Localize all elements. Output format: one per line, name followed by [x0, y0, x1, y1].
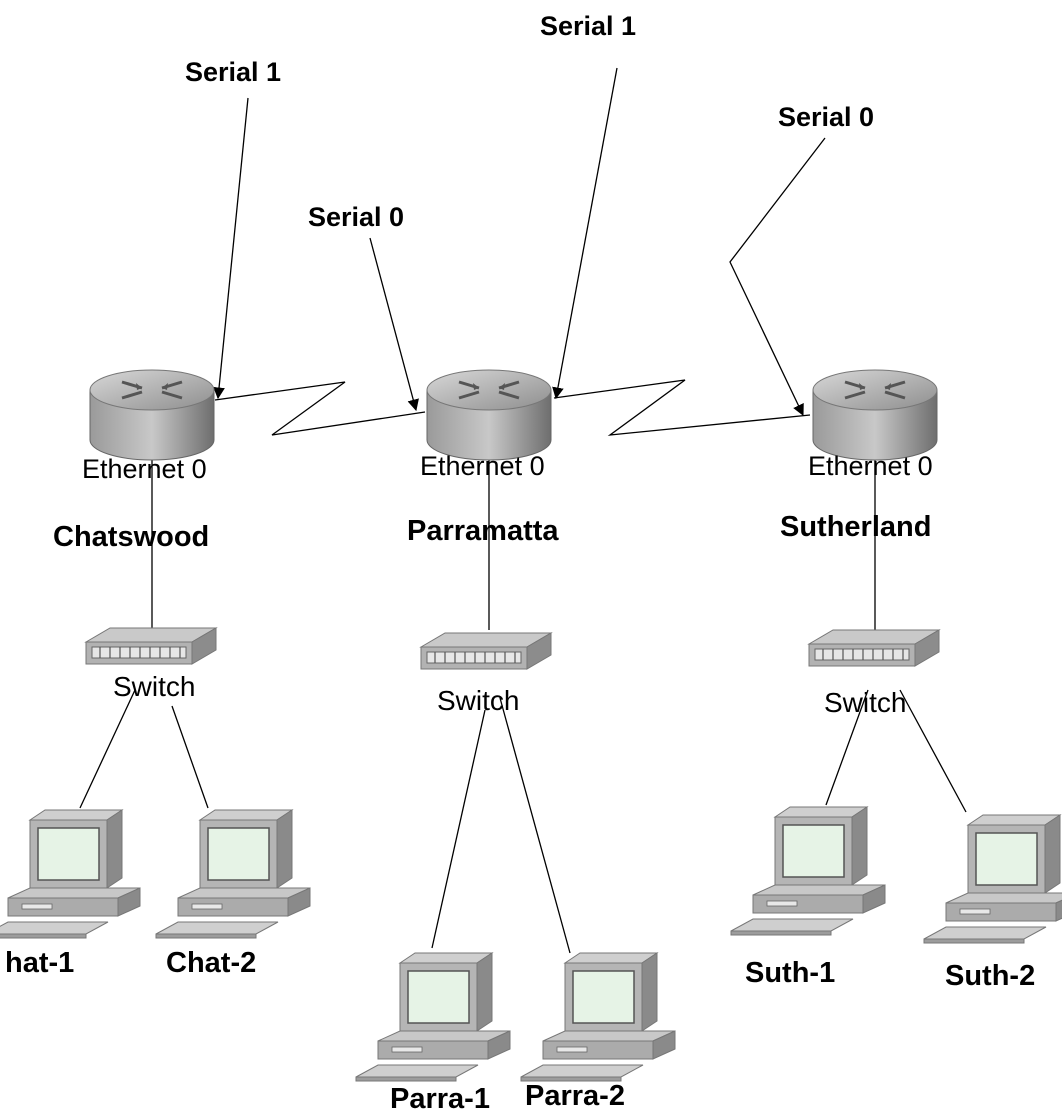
- chat-1-pc-label: hat-1: [5, 947, 74, 979]
- sutherland-site-label: Sutherland: [780, 511, 931, 543]
- sutherland-switch-icon: [808, 629, 940, 667]
- parramatta-router-icon: [425, 368, 553, 462]
- suth-2-pc-icon: [923, 814, 1062, 944]
- parramatta-site-label: Parramatta: [407, 515, 559, 547]
- chatswood-switch-pc1-link: [79, 689, 136, 809]
- parramatta-switch-icon: [420, 632, 552, 670]
- suth-1-pc-icon: [730, 806, 886, 936]
- sutherland-switch-pc2-link: [899, 689, 967, 813]
- sutherland-ethernet-label: Ethernet 0: [808, 451, 933, 481]
- chatswood-switch-icon: [85, 627, 217, 665]
- parramatta-switch-label: Switch: [437, 685, 519, 716]
- parramatta-serial1-label: Serial 1: [540, 11, 636, 41]
- sutherland-router-icon: [811, 368, 939, 462]
- callout-parramatta-serial0: [369, 237, 419, 412]
- chatswood-serial1-label: Serial 1: [185, 57, 281, 87]
- chat-2-pc-icon: [155, 809, 311, 939]
- chatswood-router-icon: [88, 368, 216, 462]
- suth-1-pc-label: Suth-1: [745, 957, 835, 989]
- callout-parramatta-serial1: [552, 67, 618, 400]
- suth-2-pc-label: Suth-2: [945, 960, 1035, 992]
- callout-sutherland-serial0: [729, 137, 826, 417]
- chat-1-pc-icon: [0, 809, 141, 939]
- sutherland-switch-label: Switch: [824, 687, 906, 718]
- parramatta-ethernet-label: Ethernet 0: [420, 451, 545, 481]
- sutherland-serial0-label: Serial 0: [778, 102, 874, 132]
- parramatta-switch-pc1-link: [431, 709, 486, 949]
- chatswood-switch-pc2-link: [171, 705, 209, 809]
- chatswood-site-label: Chatswood: [53, 521, 209, 553]
- parra-2-pc-label: Parra-2: [525, 1080, 625, 1112]
- serial-link-parramatta-sutherland: [553, 379, 811, 436]
- chatswood-switch-label: Switch: [113, 671, 195, 702]
- chat-2-pc-label: Chat-2: [166, 947, 256, 979]
- parra-2-pc-icon: [520, 952, 676, 1082]
- callout-chatswood-serial1: [213, 97, 249, 400]
- serial-link-chatswood-parramatta: [214, 381, 426, 436]
- sutherland-switch-pc1-link: [825, 689, 869, 806]
- parra-1-pc-icon: [355, 952, 511, 1082]
- parra-1-pc-label: Parra-1: [390, 1083, 490, 1113]
- parramatta-serial0-label: Serial 0: [308, 202, 404, 232]
- chatswood-ethernet-label: Ethernet 0: [82, 454, 207, 484]
- parramatta-switch-pc2-link: [499, 697, 571, 954]
